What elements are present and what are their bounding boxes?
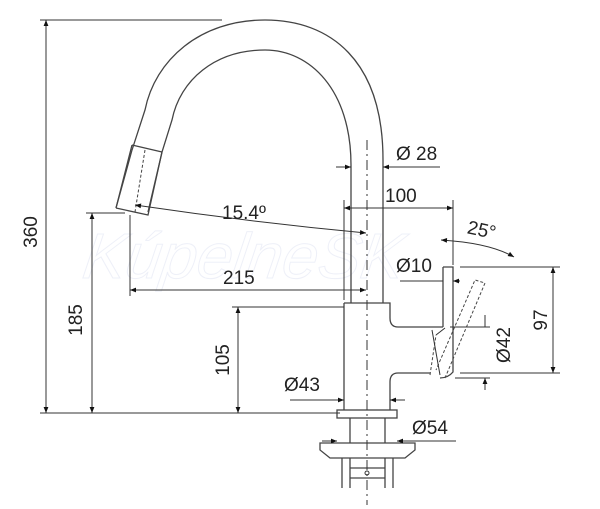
dim-diameter-42: Ø42 bbox=[494, 327, 515, 363]
tilted-handle bbox=[429, 279, 486, 379]
handle bbox=[439, 266, 454, 379]
spout-outer bbox=[115, 19, 384, 303]
stem bbox=[349, 418, 386, 443]
dim-angle-15-4: 15.4º bbox=[222, 203, 266, 224]
spout-inner bbox=[147, 49, 352, 303]
dim-diameter-28: Ø 28 bbox=[396, 144, 437, 165]
dim-105: 105 bbox=[213, 344, 234, 376]
mount-plate bbox=[319, 442, 416, 459]
body bbox=[343, 302, 443, 410]
dim-angle-25: 25° bbox=[465, 217, 497, 244]
dimension-lines bbox=[40, 19, 560, 444]
faucet-outline bbox=[115, 19, 486, 505]
dim-185: 185 bbox=[66, 304, 87, 336]
dim-360: 360 bbox=[21, 216, 42, 248]
dim-diameter-10: Ø10 bbox=[396, 256, 432, 277]
dim-215: 215 bbox=[223, 268, 255, 289]
dim-diameter-43: Ø43 bbox=[284, 375, 320, 396]
dim-97: 97 bbox=[531, 309, 552, 330]
dim-100: 100 bbox=[385, 186, 417, 207]
mount-bolts bbox=[341, 458, 394, 488]
dim-diameter-54: Ø54 bbox=[412, 418, 448, 439]
